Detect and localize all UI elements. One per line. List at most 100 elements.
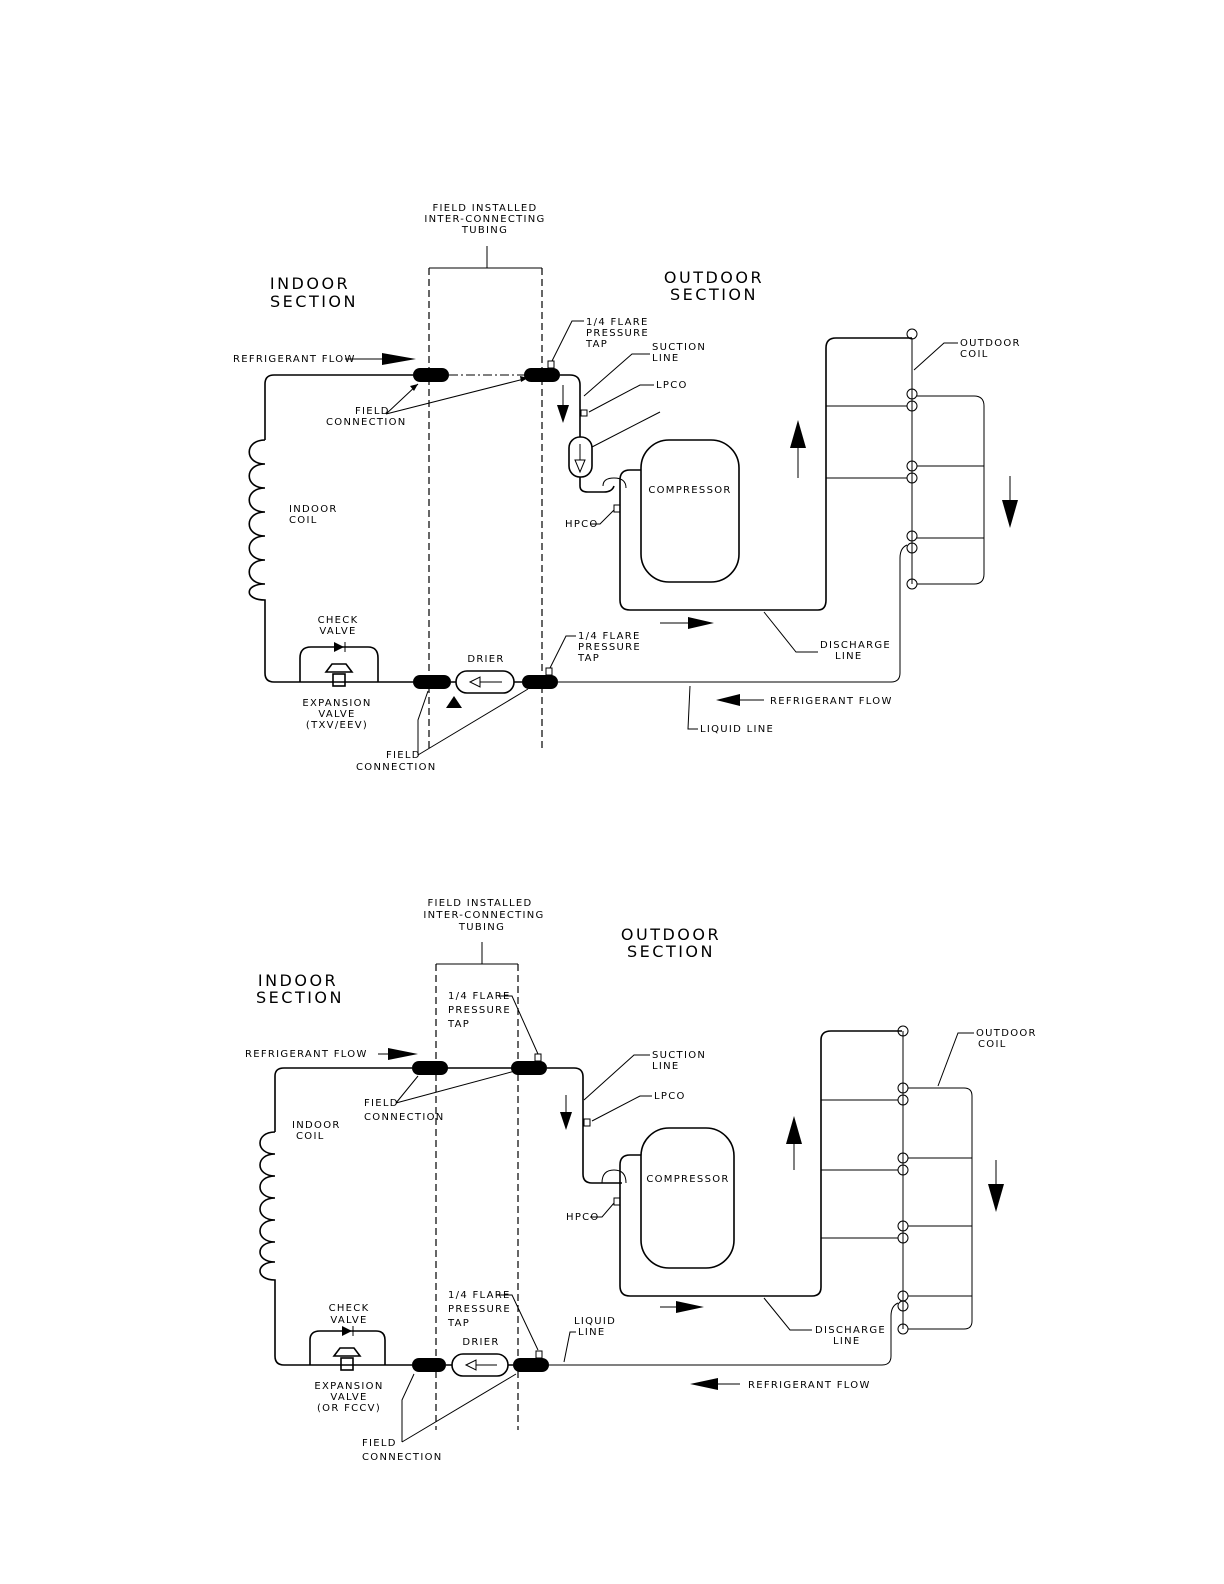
flare-tap-top-fitting — [534, 1053, 542, 1062]
flare-tap-top-label-line-2: PRESSURE — [448, 1005, 511, 1016]
suction-line-label-line-1: SUCTION — [652, 1050, 706, 1061]
expansion-valve-label-line-3: (OR FCCV) — [317, 1403, 381, 1414]
field-connection-bottom-label-line-2: CONNECTION — [356, 762, 437, 773]
indoor-suction-pipe — [274, 1067, 412, 1132]
expansion-valve-icon — [332, 1347, 362, 1357]
indoor-coil — [259, 1131, 310, 1366]
field-connection-top-leaders — [395, 1070, 516, 1104]
suction-flow-arrow-icon — [557, 405, 569, 423]
flow-right-arrow-icon — [676, 1301, 704, 1313]
field-connection-top-leaders — [385, 377, 529, 415]
field-connection-bottom-label-line-1: FIELD — [362, 1438, 397, 1449]
field-connection-bottom-leaders — [417, 688, 529, 756]
lpco-label: LPCO — [656, 380, 688, 391]
drier — [451, 1353, 509, 1377]
flare-tap-bottom-label-line-2: PRESSURE — [578, 642, 641, 653]
discharge-line-label-line-1: DISCHARGE — [815, 1325, 886, 1336]
coil-bend — [906, 328, 918, 340]
coil-bend — [897, 1025, 909, 1037]
field-tubing-label-line-1: FIELD INSTALLED — [432, 203, 537, 214]
compressor-inlet-fitting — [602, 477, 627, 489]
hpco-switch — [613, 1197, 621, 1206]
refrigerant-flow-top-arrow-icon — [382, 353, 416, 365]
field-connection-top-label-line-1: FIELD — [364, 1098, 399, 1109]
indoor-section-title-line-2: SECTION — [270, 292, 358, 311]
flare-tap-top-fitting — [547, 360, 555, 369]
drier-label: DRIER — [462, 1337, 499, 1348]
triangle-marker-icon — [446, 696, 462, 708]
lpco-label: LPCO — [654, 1091, 686, 1102]
flare-tap-top-label-line-3: TAP — [585, 339, 608, 350]
field-connection-bottom-leaders — [401, 1373, 517, 1443]
field-connection-top-label-line-1: FIELD — [355, 406, 390, 417]
compressor-inlet-fitting — [601, 1169, 627, 1184]
coil-tubes — [826, 405, 984, 539]
indoor-coil-label-line-1: INDOOR — [289, 504, 338, 515]
flare-tap-bottom-label-line-1: 1/4 FLARE — [578, 631, 641, 642]
outdoor-section-title-line-2: SECTION — [627, 942, 715, 961]
coil-bend — [906, 542, 918, 554]
coil-bend — [906, 388, 918, 400]
field-connection-suction-indoor — [412, 1061, 448, 1075]
field-connection-suction-outdoor — [511, 1061, 547, 1075]
flare-tap-top-label-line-1: 1/4 FLARE — [448, 991, 511, 1002]
check-valve-label-line-2: VALVE — [330, 1315, 367, 1326]
refrigerant-flow-top-label: REFRIGERANT FLOW — [245, 1049, 368, 1060]
field-connection-suction-outdoor — [524, 368, 560, 382]
coil-tubes — [821, 1099, 972, 1297]
diagram-2: FIELD INSTALLED INTER-CONNECTING TUBING … — [245, 898, 1035, 1463]
indoor-section-title-line-1: INDOOR — [258, 971, 338, 990]
refrigerant-flow-top-arrow-icon — [388, 1048, 418, 1060]
leader-arrow-icon — [520, 376, 528, 382]
refrigerant-flow-bottom-label: REFRIGERANT FLOW — [748, 1380, 871, 1391]
suction-line-pipe — [560, 374, 581, 437]
flow-down-arrow-icon — [988, 1184, 1004, 1212]
suction-line-leader — [583, 353, 650, 397]
flare-tap-top-label-line-3: TAP — [447, 1019, 470, 1030]
coil-bend — [897, 1300, 909, 1312]
drier-arrow-icon — [468, 676, 481, 688]
field-tubing-bracket — [429, 246, 542, 269]
field-tubing-bracket — [436, 942, 518, 965]
diagram-1: FIELD INSTALLED INTER-CONNECTING TUBING … — [233, 203, 1019, 773]
expansion-valve-label-line-1: EXPANSION — [314, 1381, 383, 1392]
check-valve-label-line-1: CHECK — [318, 615, 359, 626]
lpco-leader — [588, 384, 654, 413]
refrigerant-flow-top-label: REFRIGERANT FLOW — [233, 354, 356, 365]
refrigerant-flow-bottom-label: REFRIGERANT FLOW — [770, 696, 893, 707]
outdoor-coil — [547, 1025, 973, 1366]
discharge-line-pipe — [619, 337, 912, 611]
check-valve-label-line-1: CHECK — [329, 1303, 370, 1314]
field-connection-liquid-indoor — [413, 675, 451, 689]
liquid-line-leader — [687, 685, 698, 730]
discharge-line-leader — [763, 611, 818, 653]
coil-return-loop — [917, 395, 985, 585]
liquid-line-leader — [563, 1331, 576, 1363]
hpco-switch — [613, 504, 621, 513]
outdoor-section-title-line-1: OUTDOOR — [621, 925, 721, 944]
indoor-section-title-line-1: INDOOR — [270, 274, 350, 293]
check-valve-icon — [334, 642, 344, 652]
lpco-switch — [580, 409, 588, 417]
check-valve-icon — [342, 1326, 352, 1336]
compressor-suction-pipe — [579, 477, 615, 493]
drier-label: DRIER — [467, 654, 504, 665]
field-tubing-label-line-3: TUBING — [461, 225, 508, 236]
flow-up-arrow-icon — [790, 420, 806, 448]
expansion-valve-body — [340, 1357, 354, 1371]
flare-tap-bottom-leader — [496, 1294, 539, 1351]
field-connection-liquid-outdoor — [513, 1358, 549, 1372]
suction-line-label-line-2: LINE — [652, 1061, 680, 1072]
discharge-line-label-line-1: DISCHARGE — [820, 640, 891, 651]
expansion-valve-body — [332, 673, 346, 687]
drier-arrow-icon — [464, 1359, 477, 1371]
coil-bend — [906, 530, 918, 542]
flare-tap-bottom-label-line-3: TAP — [447, 1318, 470, 1329]
expansion-valve-label-line-3: (TXV/EEV) — [306, 720, 368, 731]
discharge-line-label-line-2: LINE — [835, 651, 863, 662]
indoor-coil — [248, 439, 300, 683]
discharge-line-pipe — [619, 1030, 902, 1297]
outdoor-section-title-line-1: OUTDOOR — [664, 268, 764, 287]
